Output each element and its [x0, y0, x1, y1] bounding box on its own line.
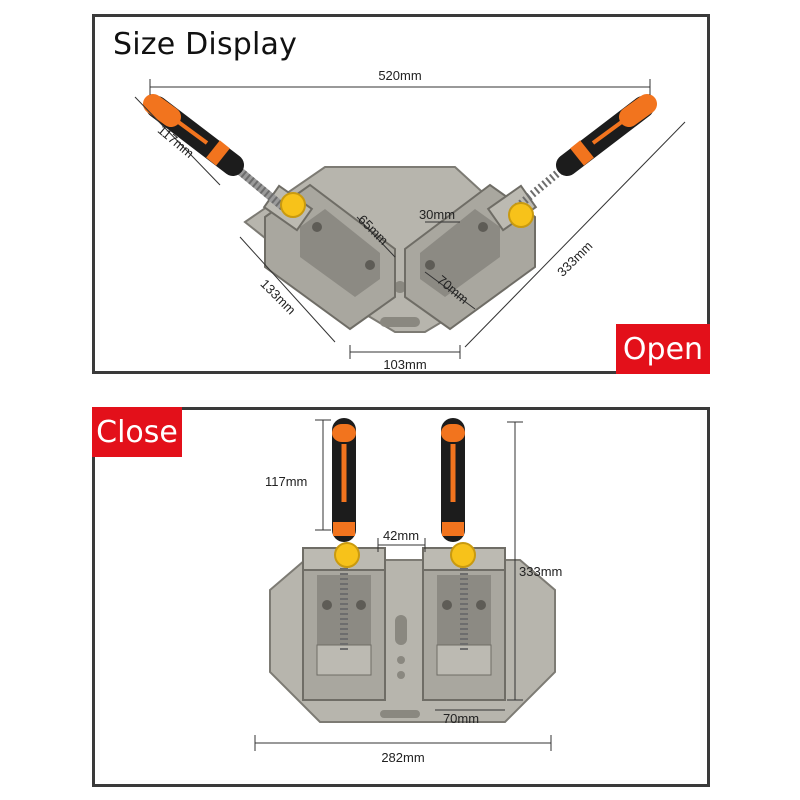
right-knob [508, 202, 534, 228]
left-handle [143, 94, 244, 176]
close-clamp-illustration: 117mm 42mm 333mm 70mm 282mm [254, 418, 562, 765]
dim-line-handle [134, 96, 221, 186]
label-base-width: 103mm [383, 357, 426, 371]
dim-line-jaw-width [356, 216, 396, 258]
size-display-heading: Size Display [113, 27, 298, 62]
left-knob [280, 192, 306, 218]
label-total-height: 333mm [519, 564, 562, 579]
left-handle [332, 418, 356, 542]
base-hole [394, 281, 406, 293]
open-badge: Open [616, 324, 710, 374]
right-screw [514, 163, 568, 211]
close-badge: Close [92, 407, 182, 457]
right-vise [404, 183, 538, 331]
base-slot [380, 317, 420, 327]
label-diagonal-length: 333mm [554, 238, 595, 279]
dim-line-side [239, 236, 336, 343]
label-total-width: 282mm [381, 750, 424, 765]
label-handle-length: 117mm [265, 474, 307, 489]
right-handle [441, 418, 465, 542]
close-view-panel: 117mm 42mm 333mm 70mm 282mm Close [92, 407, 710, 787]
label-jaw-gap: 30mm [419, 207, 455, 222]
right-knob [450, 542, 476, 568]
open-clamp-illustration: 520mm 117mm 333mm 133mm 65mm 30mm 70mm 1… [134, 68, 686, 371]
open-view-panel: Size Display [92, 14, 710, 374]
left-knob [334, 542, 360, 568]
left-vise [302, 547, 386, 701]
right-vise [422, 547, 506, 701]
label-handle-gap: 42mm [383, 528, 419, 543]
base-slot [395, 615, 407, 645]
label-total-width: 520mm [378, 68, 421, 83]
label-jaw-depth: 70mm [443, 711, 479, 726]
dim-line-jaw-depth [424, 271, 476, 310]
right-handle [556, 94, 657, 176]
dim-line-diagonal [464, 121, 686, 348]
